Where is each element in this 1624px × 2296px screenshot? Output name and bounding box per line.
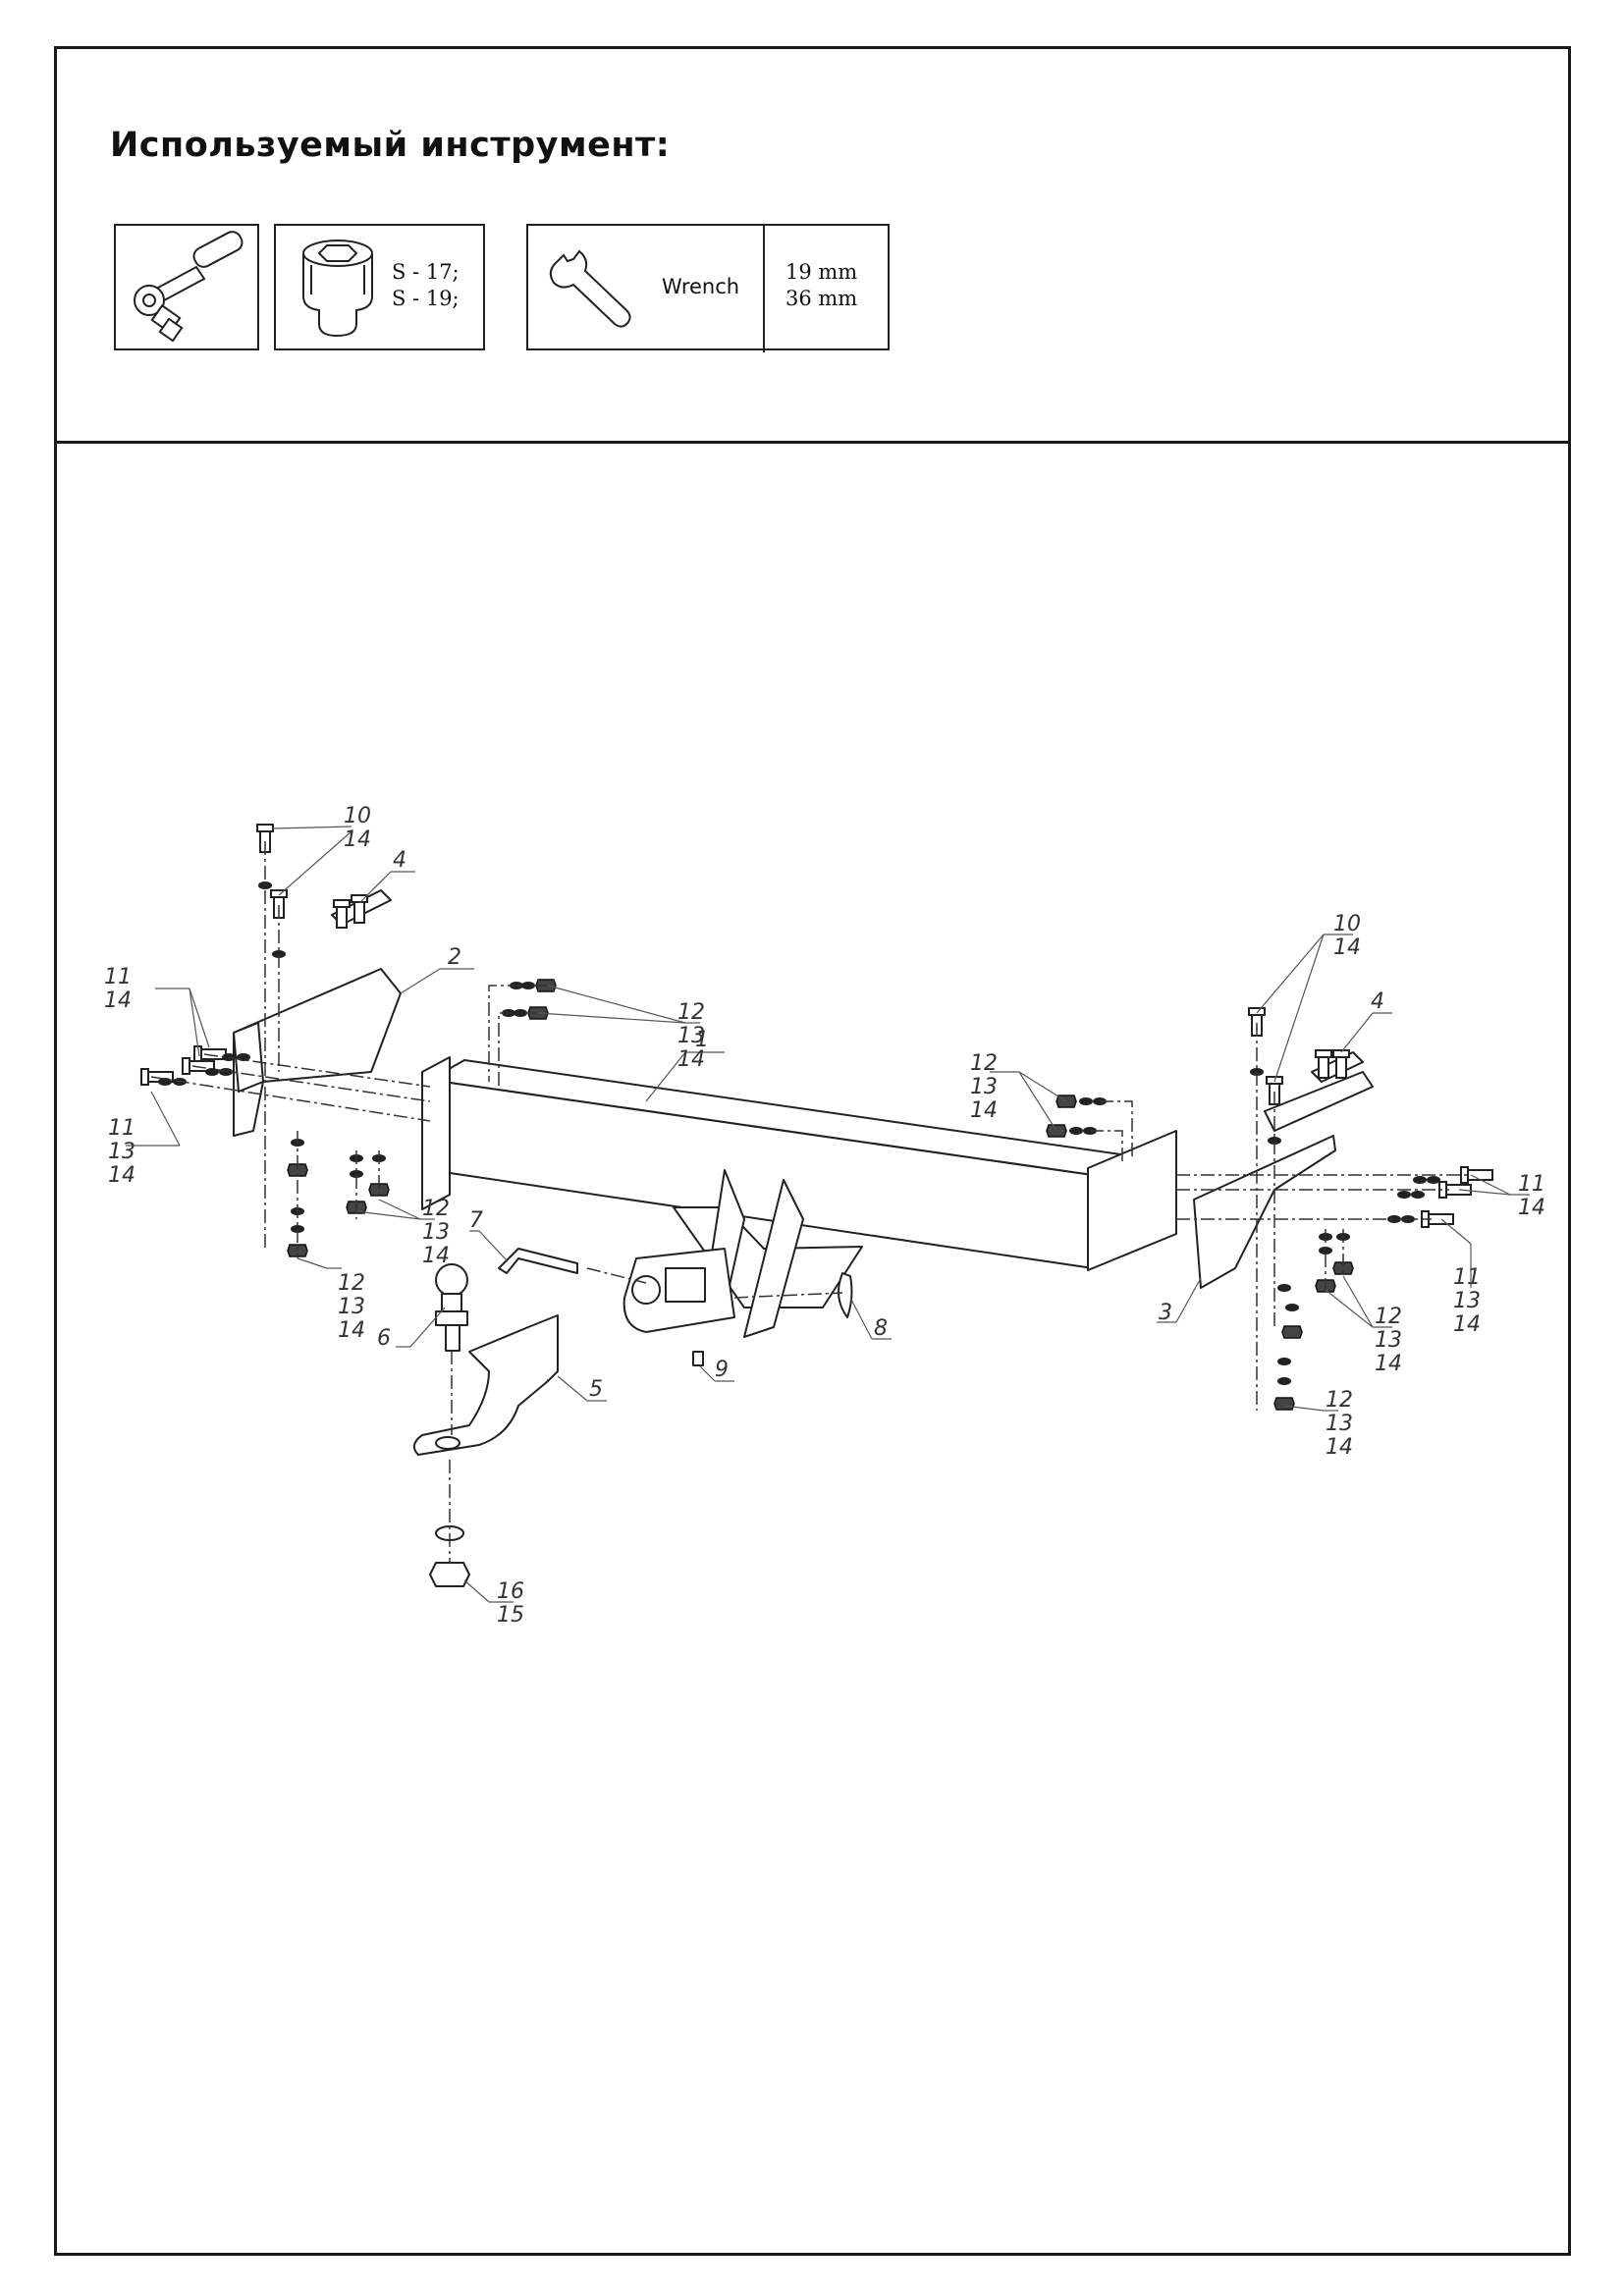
ball-mount: [412, 1326, 549, 1456]
socket-head-icon: [302, 240, 373, 338]
receiver-bracket-right: [743, 1179, 804, 1338]
callout-3: 3: [1159, 1301, 1172, 1325]
page-title: Используемый инструмент:: [110, 126, 671, 165]
ratchet-wrench-icon: [134, 231, 244, 343]
callout-11-right-a: 11: [1518, 1172, 1545, 1197]
tool-box-ratchet: [114, 224, 259, 350]
callout-8: 8: [874, 1316, 888, 1341]
callout-14-left-a: 14: [344, 828, 371, 852]
callout-14-left-f: 14: [338, 1318, 365, 1343]
callout-12-center: 12: [970, 1051, 998, 1076]
screw: [692, 1351, 704, 1366]
socket-size-2: S - 19;: [392, 287, 460, 310]
callout-14-left-e: 14: [422, 1244, 450, 1268]
callout-14-right-a: 14: [1333, 935, 1361, 960]
assembly-diagram: 1 2 3 4 4 5 6 7 8 9 10 14 11 14 11 13 14…: [57, 444, 1568, 2253]
callout-13-left-b: 13: [677, 1024, 705, 1048]
socket-size-1: S - 17;: [392, 260, 460, 284]
right-bracket: [1193, 1135, 1336, 1289]
ball-mount-hole: [435, 1436, 460, 1450]
callout-14-right-b: 14: [1518, 1196, 1545, 1220]
callout-12-left-b: 12: [422, 1197, 450, 1221]
callout-14-left-b: 14: [104, 988, 132, 1013]
callout-16: 16: [497, 1579, 524, 1604]
callout-6: 6: [377, 1326, 391, 1351]
spring-clip: [838, 1272, 853, 1318]
callout-5: 5: [589, 1377, 603, 1402]
callout-13-center: 13: [970, 1075, 998, 1099]
wrench-label: Wrench: [662, 275, 740, 298]
callout-11-left-b: 11: [108, 1116, 135, 1141]
callout-14-left-d: 14: [677, 1047, 705, 1072]
tool-box-socket: S - 17; S - 19;: [274, 224, 485, 350]
callout-14-left-c: 14: [108, 1163, 135, 1188]
callout-13-right-c: 13: [1326, 1412, 1353, 1436]
callout-10-left: 10: [344, 804, 371, 828]
callout-13-right-b: 13: [1375, 1328, 1402, 1353]
header-divider: [54, 441, 1571, 444]
tow-ball-shank: [445, 1324, 460, 1352]
page-frame: [54, 46, 1571, 2256]
callout-12-left-a: 12: [677, 1000, 705, 1025]
callout-13-left-c: 13: [422, 1220, 450, 1245]
tow-ball: [435, 1263, 468, 1297]
callout-12-right-a: 12: [1375, 1305, 1402, 1329]
tow-ball-neck: [441, 1293, 462, 1312]
callout-4-left: 4: [393, 848, 406, 873]
callout-10-right: 10: [1333, 912, 1361, 936]
callout-14-right-d: 14: [1375, 1352, 1402, 1376]
left-bracket: [233, 968, 402, 1137]
ball-mount-tube: [527, 1314, 559, 1382]
callout-2: 2: [448, 945, 461, 970]
crossbar-left-plate: [421, 1056, 451, 1210]
hitch-pin: [498, 1248, 578, 1274]
callout-14-center: 14: [970, 1098, 998, 1123]
receiver-pin-hole: [631, 1275, 661, 1305]
wrench-size-1: 19 mm: [785, 260, 858, 284]
callout-14-right-e: 14: [1326, 1435, 1353, 1460]
callout-12-right-b: 12: [1326, 1388, 1353, 1413]
callout-11-right-b: 11: [1453, 1265, 1481, 1290]
open-end-wrench-icon: [549, 226, 765, 352]
callout-13-right-a: 13: [1453, 1289, 1481, 1313]
callout-12-left-c: 12: [338, 1271, 365, 1296]
callout-13-left-a: 13: [108, 1140, 135, 1164]
callout-14-right-c: 14: [1453, 1312, 1481, 1337]
callout-7: 7: [469, 1208, 483, 1233]
tow-ball-flange: [435, 1310, 468, 1326]
callout-1: 1: [695, 1028, 709, 1052]
crossbar-right-plate: [1087, 1130, 1177, 1271]
towbar-exploded-view: 1 2 3 4 4 5 6 7 8 9 10 14 11 14 11 13 14…: [104, 804, 1545, 1628]
receiver-opening: [665, 1267, 706, 1303]
ball-nut: [429, 1562, 470, 1587]
callout-11-left-a: 11: [104, 965, 132, 989]
tool-box-wrench: Wrench 19 mm 36 mm: [526, 224, 890, 352]
wrench-size-2: 36 mm: [785, 287, 858, 310]
callout-13-left-d: 13: [338, 1295, 365, 1319]
callout-4-right: 4: [1371, 989, 1384, 1014]
callout-9: 9: [715, 1358, 729, 1382]
right-bracket-top: [1264, 1071, 1374, 1132]
callout-15: 15: [497, 1603, 524, 1628]
